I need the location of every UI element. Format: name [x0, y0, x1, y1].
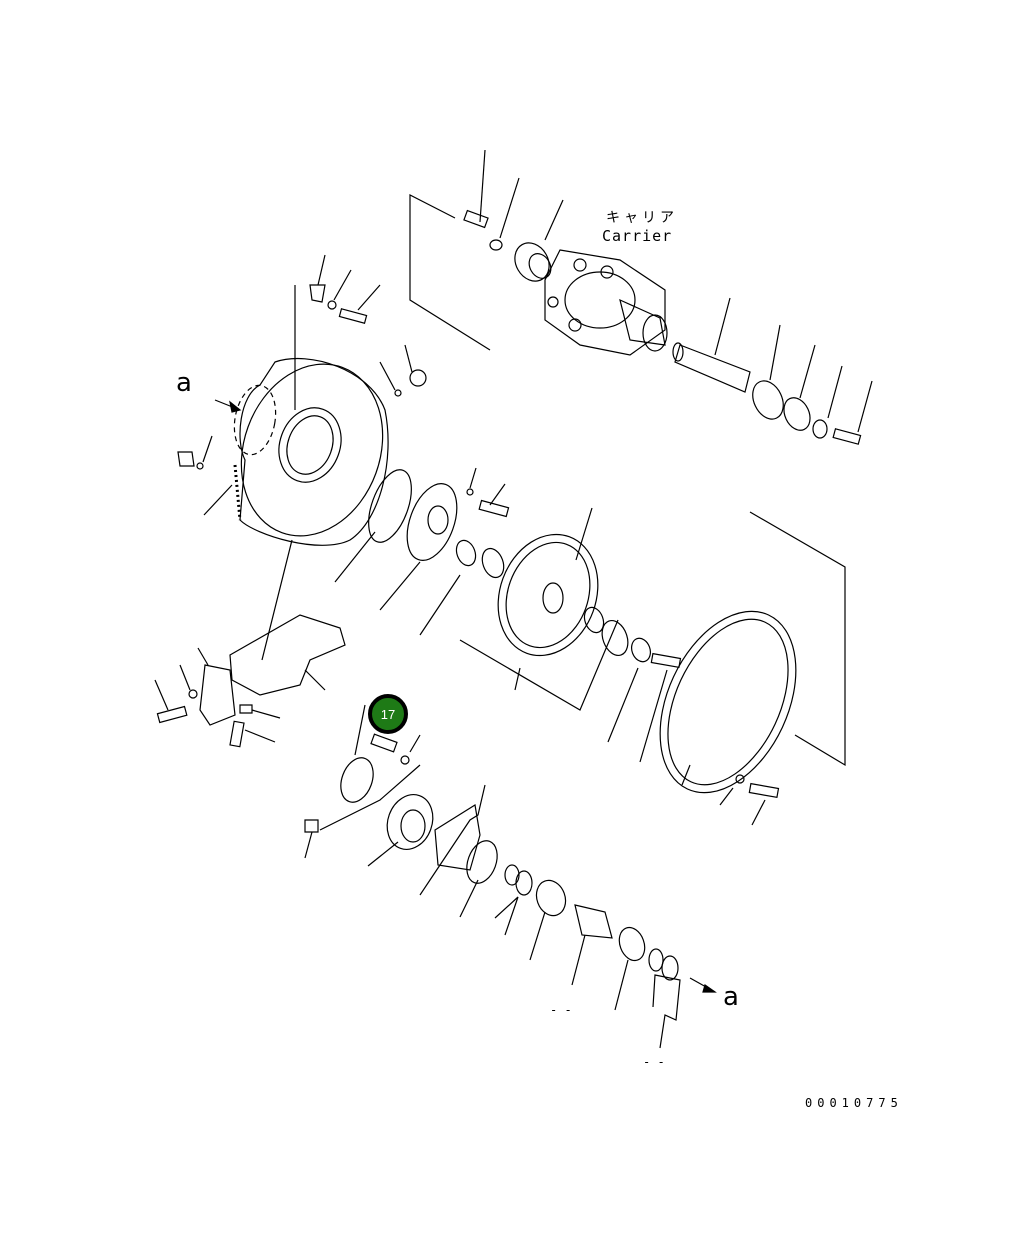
document-number: 00010775 — [805, 1096, 903, 1110]
dash-label-bottom: - - — [643, 1055, 665, 1069]
main-housing — [215, 344, 406, 556]
oring-hub — [335, 464, 509, 635]
callout-number: 17 — [380, 706, 396, 722]
housing-left-bolts — [178, 436, 232, 515]
carrier-group-bracket — [410, 195, 490, 350]
dash-label-left: - - — [550, 1003, 572, 1017]
reference-marker-a-top: a — [176, 368, 192, 398]
lower-assembly — [305, 705, 715, 1048]
part-callout-17[interactable]: 17 — [368, 694, 408, 734]
carrier-label-japanese: キャリア — [606, 210, 678, 226]
carrier-top-parts — [464, 150, 563, 287]
ring-gear — [633, 512, 845, 825]
planet-gear-group — [460, 508, 680, 762]
shaft-parts — [673, 298, 872, 444]
carrier-label-english: Carrier — [602, 227, 673, 245]
bracket-arm — [155, 540, 345, 747]
housing-top-bolts — [295, 255, 426, 410]
reference-marker-a-bottom: a — [723, 982, 739, 1012]
carrier-body — [545, 250, 667, 355]
